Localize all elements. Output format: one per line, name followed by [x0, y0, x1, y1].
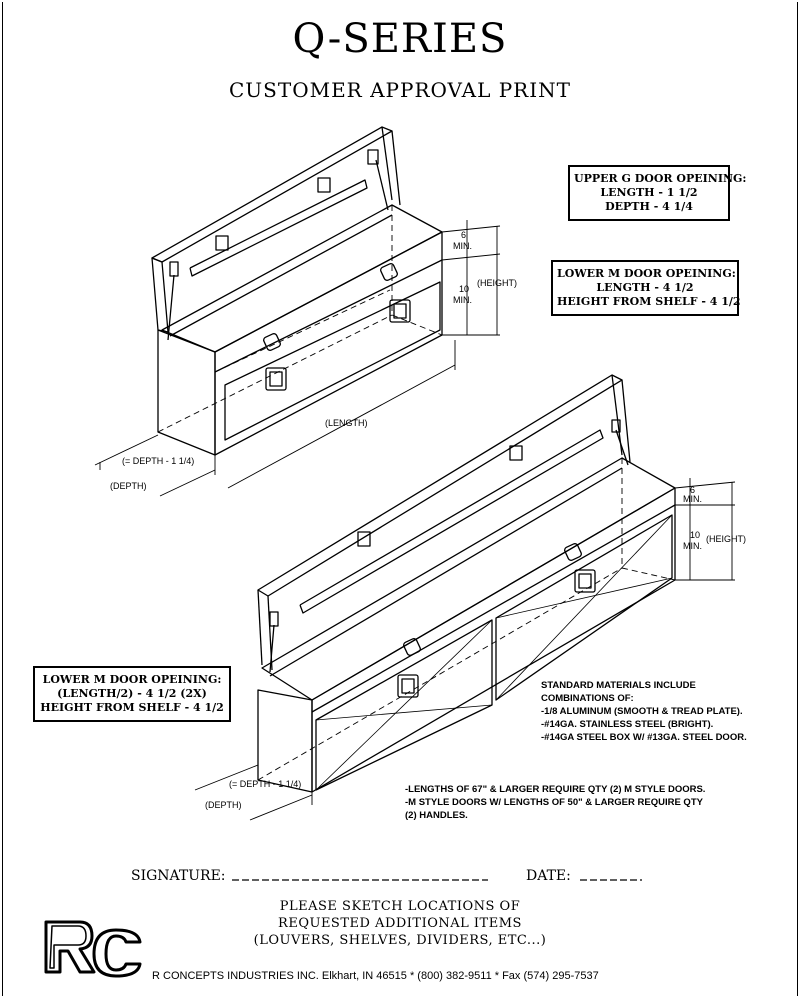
dim-height: (HEIGHT) [477, 278, 517, 288]
dim-min10-unit: MIN. [453, 295, 472, 305]
note-line: REQUESTED ADDITIONAL ITEMS [278, 916, 522, 931]
dim-min6-unit-lower: MIN. [683, 494, 702, 504]
upper-toolbox-drawing [94, 126, 501, 497]
note-line: COMBINATIONS OF: [541, 693, 634, 704]
sketch-note: PLEASE SKETCH LOCATIONS OF REQUESTED ADD… [0, 898, 800, 949]
note-line: -1/8 ALUMINUM (SMOOTH & TREAD PLATE). [541, 706, 743, 717]
note-line: HEIGHT FROM SHELF - 4 1/2 [40, 701, 224, 714]
dim-length: (LENGTH) [325, 418, 368, 428]
note-line: -#14GA. STAINLESS STEEL (BRIGHT). [541, 719, 714, 730]
page-title: Q-SERIES [292, 16, 508, 62]
note-line: -#14GA STEEL BOX W/ #13GA. STEEL DOOR. [541, 732, 747, 743]
page-subtitle: CUSTOMER APPROVAL PRINT [229, 78, 571, 102]
materials-note: STANDARD MATERIALS INCLUDE COMBINATIONS … [541, 679, 747, 744]
door-length-note: -LENGTHS OF 67" & LARGER REQUIRE QTY (2)… [405, 783, 705, 822]
dim-min10-value: 10 [459, 284, 470, 294]
note-line: LENGTH - 1 1/2 [600, 186, 698, 199]
dim-depth-calc: (= DEPTH - 1 1/4) [122, 456, 195, 466]
rc-logo [44, 920, 142, 978]
note-line: -LENGTHS OF 67" & LARGER REQUIRE QTY (2)… [405, 784, 706, 795]
note-line: LOWER M DOOR OPEINING: [557, 267, 736, 280]
signature-label: SIGNATURE: [131, 868, 226, 884]
dim-min10-value-lower: 10 [690, 530, 701, 540]
dim-min6-value: 6 [461, 230, 467, 240]
dim-min10-unit-lower: MIN. [683, 541, 702, 551]
note-line: HEIGHT FROM SHELF - 4 1/2 [557, 295, 741, 308]
dim-depth-calc-lower: (= DEPTH - 1 1/4) [229, 779, 302, 789]
upper-lower-m-door-note: LOWER M DOOR OPEINING: LENGTH - 4 1/2 HE… [551, 260, 741, 316]
note-line: UPPER G DOOR OPEINING: [574, 172, 747, 185]
dim-min6-unit: MIN. [453, 241, 472, 251]
dim-depth: (DEPTH) [110, 481, 147, 491]
note-line: LENGTH - 4 1/2 [596, 281, 694, 294]
note-line: (2) HANDLES. [405, 810, 468, 821]
dim-height-lower: (HEIGHT) [706, 534, 746, 544]
note-line: DEPTH - 4 1/4 [605, 200, 693, 213]
upper-g-door-note: UPPER G DOOR OPEINING: LENGTH - 1 1/2 DE… [568, 165, 747, 221]
dim-depth-lower: (DEPTH) [205, 800, 242, 810]
dim-min6-value-lower: 6 [690, 485, 696, 495]
note-line: (LOUVERS, SHELVES, DIVIDERS, ETC...) [253, 933, 547, 948]
note-line: PLEASE SKETCH LOCATIONS OF [279, 899, 521, 914]
note-line: STANDARD MATERIALS INCLUDE [541, 680, 696, 691]
company-footer: R CONCEPTS INDUSTRIES INC. Elkhart, IN 4… [152, 970, 599, 982]
lower-m-door-note: LOWER M DOOR OPEINING: (LENGTH/2) - 4 1/… [33, 666, 231, 722]
note-line: -M STYLE DOORS W/ LENGTHS OF 50" & LARGE… [405, 797, 703, 808]
date-label: DATE: [526, 868, 571, 884]
note-line: (LENGTH/2) - 4 1/2 (2X) [57, 687, 207, 700]
lower-toolbox-drawing [194, 374, 736, 821]
note-line: LOWER M DOOR OPEINING: [42, 673, 222, 686]
